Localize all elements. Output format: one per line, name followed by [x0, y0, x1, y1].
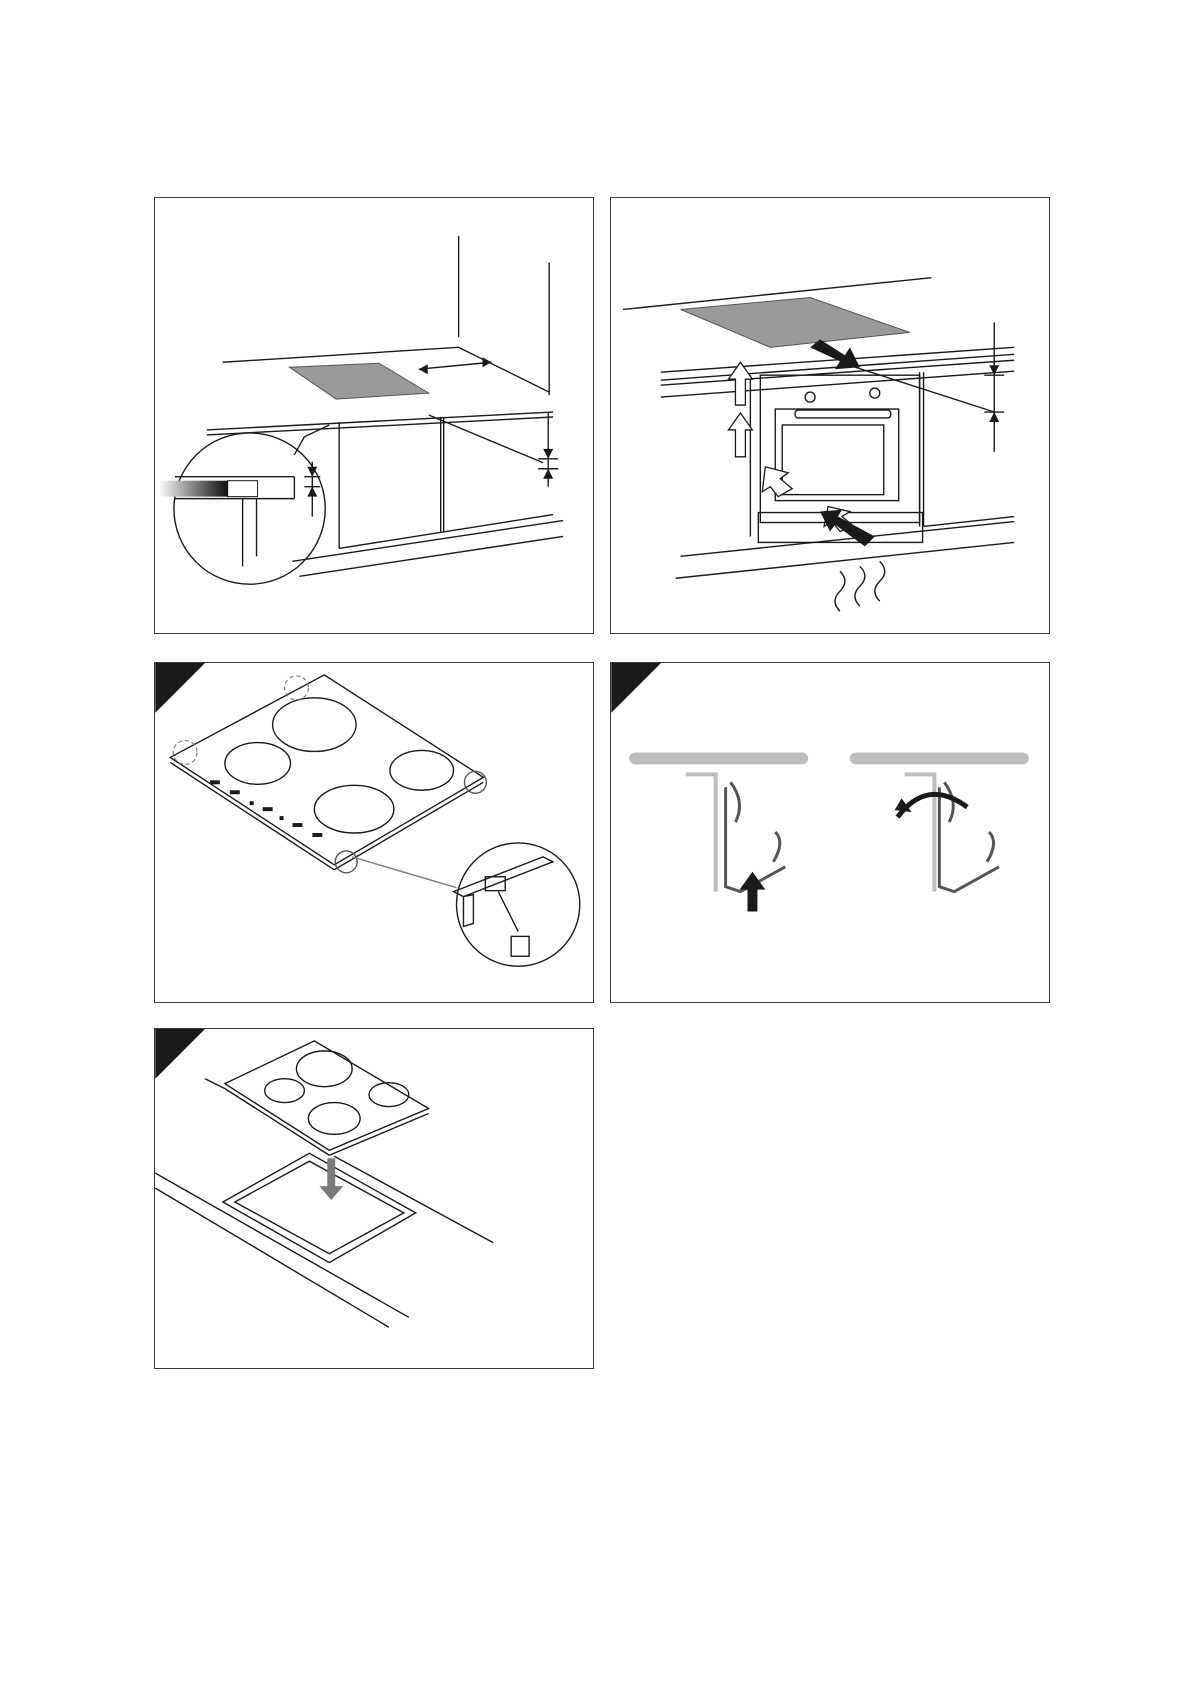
clip-detail-circle — [457, 843, 580, 966]
oven-knob-left — [805, 392, 815, 402]
countertop-bar-left — [629, 752, 808, 764]
ventilation-illustration — [611, 198, 1049, 633]
clip-right — [939, 787, 999, 891]
oven-door — [775, 409, 898, 501]
hob-glass — [681, 298, 910, 348]
hob-edge-left — [686, 774, 716, 891]
oven-window — [782, 425, 884, 495]
section-gradient — [158, 481, 228, 497]
hob-edge-right — [905, 774, 935, 891]
step-corner-tab — [155, 663, 205, 713]
panel-clip-engagement — [610, 662, 1050, 1003]
countertop-right-back — [459, 347, 550, 392]
cooking-zone-large — [273, 698, 357, 752]
countertop-back-edge — [223, 347, 459, 362]
hob-glass — [289, 363, 428, 399]
cooking-zone-right — [390, 750, 454, 790]
hot-air-arrow — [810, 339, 860, 369]
insert-down-arrow — [319, 1158, 343, 1200]
clearance-illustration — [155, 198, 593, 633]
cooking-zone-front — [314, 785, 394, 833]
detail-circle — [174, 433, 325, 584]
countertop-side — [429, 415, 543, 463]
countertop-front-edge — [207, 412, 553, 430]
clip-position-left — [173, 741, 197, 765]
panel-fixing-clips — [154, 662, 594, 1003]
insert-hob-illustration — [155, 1029, 593, 1368]
cooking-zone-large — [296, 1051, 352, 1087]
cooking-zone-front — [308, 1103, 360, 1135]
countertop-bar-right — [850, 752, 1029, 764]
oven-knob-right — [870, 388, 880, 398]
fixing-clips-illustration — [155, 663, 593, 1002]
airflow-arrow-up-1 — [728, 362, 752, 405]
hob-outline — [170, 675, 483, 865]
cooking-zone-left — [225, 743, 291, 785]
airflow-arrow-diag — [762, 467, 792, 497]
clip-engagement-illustration — [611, 663, 1049, 1002]
step-corner-tab — [611, 663, 661, 713]
panel-ventilation-airflow — [610, 197, 1050, 634]
panel-insert-hob — [154, 1028, 594, 1369]
oven-handle — [795, 410, 891, 418]
clip-position-top — [285, 676, 309, 700]
step-corner-tab — [155, 1029, 205, 1079]
airflow-arrow-up-2 — [728, 413, 752, 457]
cooking-zone-right — [369, 1083, 409, 1107]
rotate-arrow — [898, 794, 968, 817]
cooking-zone-left — [265, 1079, 305, 1103]
panel-clearance-distances — [154, 197, 594, 634]
